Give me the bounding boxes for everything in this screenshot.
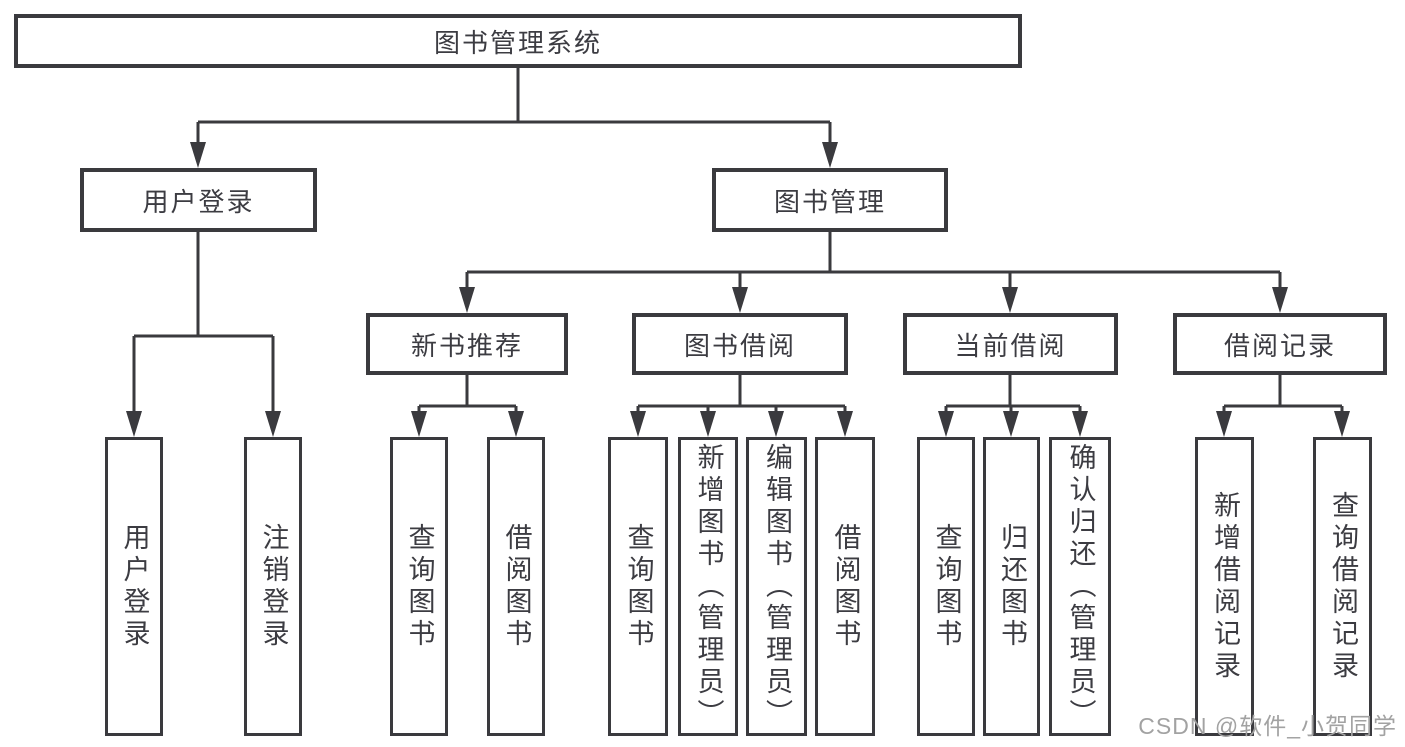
leaf-return-books: 归还图书 bbox=[983, 437, 1040, 736]
leaf-confirm-return-admin: 确认归还（管理员） bbox=[1049, 437, 1111, 736]
leaf-query-borrow-record-label: 查询借阅记录 bbox=[1328, 490, 1358, 683]
node-book-borrowing: 图书借阅 bbox=[632, 313, 848, 375]
leaf-query-books-2-label: 查询图书 bbox=[623, 522, 654, 651]
node-book-management: 图书管理 bbox=[712, 168, 948, 232]
node-current-borrowing-label: 当前借阅 bbox=[954, 330, 1067, 361]
node-book-management-label: 图书管理 bbox=[773, 186, 886, 217]
leaf-query-books-3-label: 查询图书 bbox=[931, 522, 962, 651]
node-book-borrowing-label: 图书借阅 bbox=[683, 330, 796, 361]
leaf-user-login: 用户登录 bbox=[105, 437, 163, 736]
node-root: 图书管理系统 bbox=[14, 14, 1022, 68]
node-current-borrowing: 当前借阅 bbox=[903, 313, 1118, 375]
leaf-borrow-books-2-label: 借阅图书 bbox=[830, 522, 861, 651]
leaf-confirm-return-admin-label: 确认归还（管理员） bbox=[1065, 442, 1096, 731]
leaf-borrow-books-1-label: 借阅图书 bbox=[501, 522, 532, 651]
leaf-query-borrow-record: 查询借阅记录 bbox=[1313, 437, 1372, 736]
node-user-login-label: 用户登录 bbox=[142, 186, 255, 217]
leaf-edit-books-admin: 编辑图书（管理员） bbox=[746, 437, 807, 736]
leaf-add-books-admin: 新增图书（管理员） bbox=[678, 437, 738, 736]
node-root-label: 图书管理系统 bbox=[433, 27, 602, 58]
node-new-book-recommendation-label: 新书推荐 bbox=[410, 330, 523, 361]
leaf-user-login-label: 用户登录 bbox=[119, 522, 150, 651]
watermark: CSDN @软件_小贺同学 bbox=[1138, 713, 1397, 739]
leaf-query-books-1: 查询图书 bbox=[390, 437, 448, 736]
node-new-book-recommendation: 新书推荐 bbox=[366, 313, 568, 375]
leaf-add-borrow-record-label: 新增借阅记录 bbox=[1210, 490, 1240, 683]
node-borrowing-records-label: 借阅记录 bbox=[1223, 330, 1336, 361]
leaf-query-books-1-label: 查询图书 bbox=[404, 522, 435, 651]
leaf-edit-books-admin-label: 编辑图书（管理员） bbox=[762, 442, 792, 731]
leaf-query-books-3: 查询图书 bbox=[917, 437, 975, 736]
leaf-add-borrow-record: 新增借阅记录 bbox=[1195, 437, 1254, 736]
leaf-logout: 注销登录 bbox=[244, 437, 302, 736]
leaf-add-books-admin-label: 新增图书（管理员） bbox=[693, 442, 724, 731]
leaf-query-books-2: 查询图书 bbox=[608, 437, 668, 736]
leaf-borrow-books-1: 借阅图书 bbox=[487, 437, 545, 736]
leaf-borrow-books-2: 借阅图书 bbox=[815, 437, 875, 736]
node-borrowing-records: 借阅记录 bbox=[1173, 313, 1387, 375]
leaf-logout-label: 注销登录 bbox=[258, 522, 289, 651]
node-user-login: 用户登录 bbox=[80, 168, 317, 232]
leaf-return-books-label: 归还图书 bbox=[997, 522, 1027, 651]
